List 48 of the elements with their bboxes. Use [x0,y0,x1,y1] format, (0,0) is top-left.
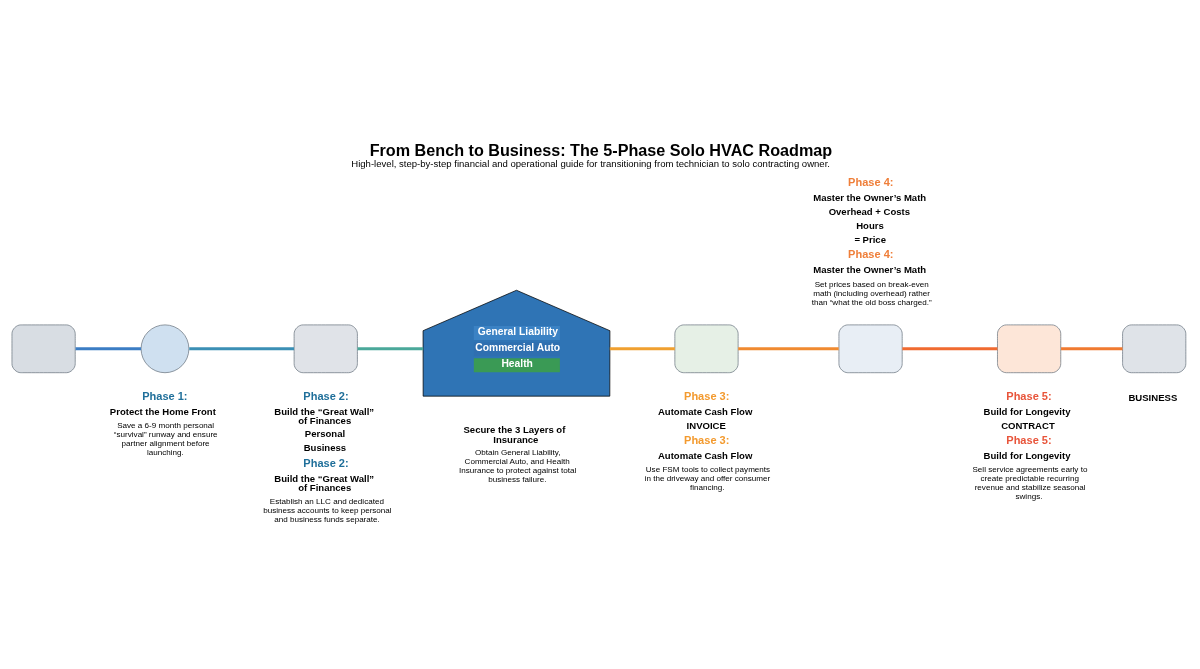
node-label: Build the “Great Wall” of Finances [274,472,375,493]
node-label: Secure the 3 Layers of Insurance [463,423,566,445]
connector [609,346,675,350]
node-label: Phase 5: [1006,389,1052,402]
connector [75,346,141,350]
node-label: Sell service agreements early to create predictable recurring revenue and stabilize seasonal swings. [972,464,1088,501]
node-label: Automate Cash Flow [657,449,753,461]
node-label: Protect the Home Front [109,405,216,417]
node-label: Phase 1: [142,389,188,402]
node-label: Build for Longevity [983,449,1071,461]
connector [1061,346,1123,350]
node-label: Phase 2: [303,389,349,402]
node-label: Phase 3: [684,433,730,446]
node-box [674,324,739,373]
node-label: Personal [304,427,346,439]
label: Phase 4: [848,247,894,260]
diagram-title: From Bench to Business: The 5-Phase Solo HVAC Roadmap [369,140,833,159]
label: Master the Owner’s Math [813,191,927,203]
connector [902,346,998,350]
node-label: Phase 3: [684,389,730,402]
node-label: CONTRACT [1001,419,1055,431]
connector [738,346,839,350]
node-label: Build the “Great Wall” of Finances [274,405,375,426]
node-box [11,324,76,373]
node-label: Business [303,441,347,453]
node-circle [140,324,190,373]
node-label: INVOICE [686,419,726,431]
node-label: Phase 2: [303,456,349,469]
node-label: Phase 5: [1006,433,1052,446]
node-label: Establish an LLC and dedicated business accounts to keep personal and business funds separate. [263,496,392,524]
connector [189,346,295,350]
node-box [997,324,1062,373]
node-box [838,324,903,373]
label: Phase 4: [848,175,894,188]
node-label: Save a 6-9 month personal “survival” runway and ensure partner alignment before launching. [113,420,218,457]
node-box [1122,324,1187,373]
label: Hours [856,219,884,231]
node-label: Obtain General Liability, Commercial Auto, and Health Insurance to protect against total business failure. [459,447,577,484]
node-label: Use FSM tools to collect payments in the driveway and offer consumer financing. [644,464,771,492]
connector [357,346,424,350]
node-box [293,324,358,373]
node-label: Automate Cash Flow [657,405,753,417]
node-label: Build for Longevity [983,405,1071,417]
node-label: BUSINESS [1128,391,1178,403]
label: = Price [854,233,886,245]
label: Set prices based on break-even math (including overhead) rather than “what the old boss charged.” [811,279,932,306]
label: Master the Owner’s Math [813,263,927,275]
label: Overhead + Costs [828,205,911,217]
